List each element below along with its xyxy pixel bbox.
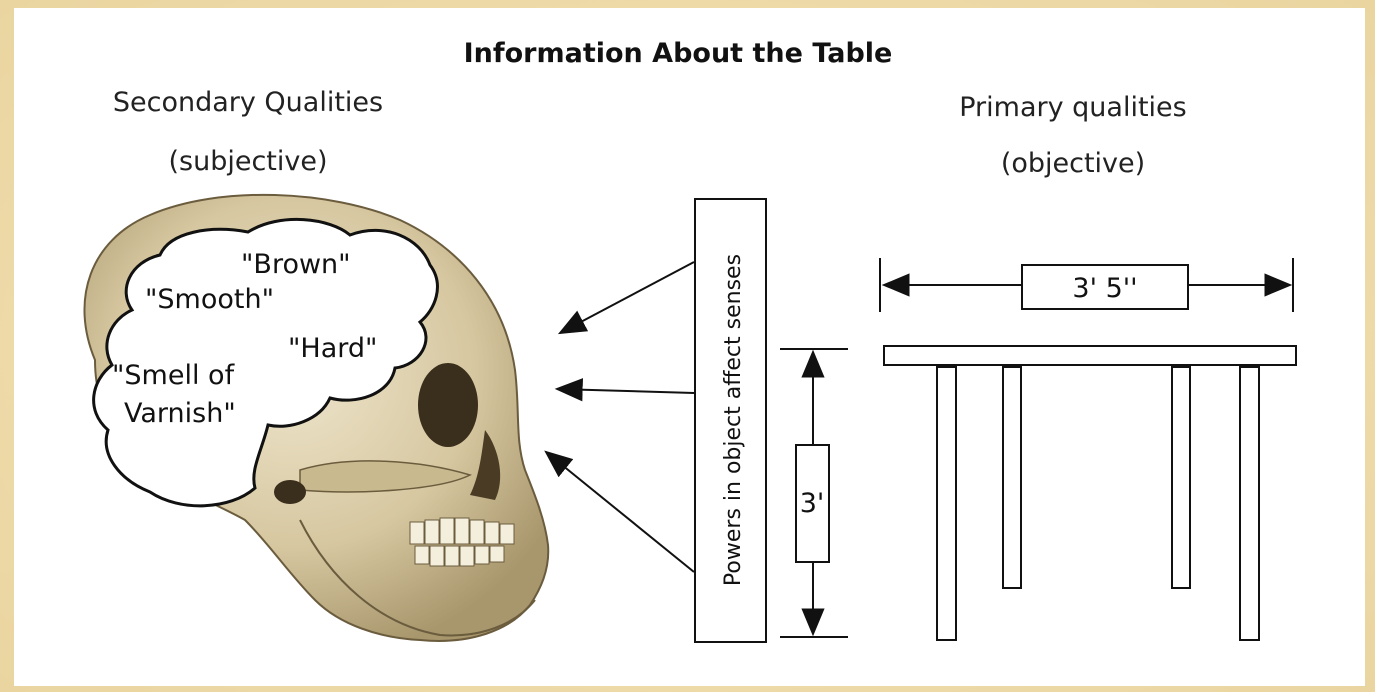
thought-label-smooth: "Smooth" [145,284,274,315]
height-label: 3' [800,488,825,519]
table-leg-back-right [1172,367,1190,588]
primary-heading: Primary qualities [959,92,1186,123]
width-label: 3' 5'' [1072,273,1137,304]
eye-socket [418,363,478,447]
table-top [884,346,1296,365]
thought-label-varnish: Varnish" [124,398,236,429]
table-leg-front-left [937,367,956,640]
thought-label-smell: "Smell of [112,360,236,391]
ear-hole [274,480,306,504]
table-leg-back-left [1003,367,1021,588]
sense-arrows [546,262,694,572]
secondary-heading: Secondary Qualities [113,87,383,118]
arrow-middle [557,389,694,393]
powers-label: Powers in object affect senses [721,254,746,586]
diagram-title: Information About the Table [464,38,893,69]
thought-label-brown: "Brown" [241,249,351,280]
arrow-upper [560,262,694,333]
secondary-subheading: (subjective) [168,146,327,177]
arrow-lower [546,452,694,572]
table-leg-front-right [1240,367,1259,640]
table-drawing [884,346,1296,640]
primary-subheading: (objective) [1001,148,1145,179]
thought-label-hard: "Hard" [288,333,377,364]
teeth [410,518,514,566]
